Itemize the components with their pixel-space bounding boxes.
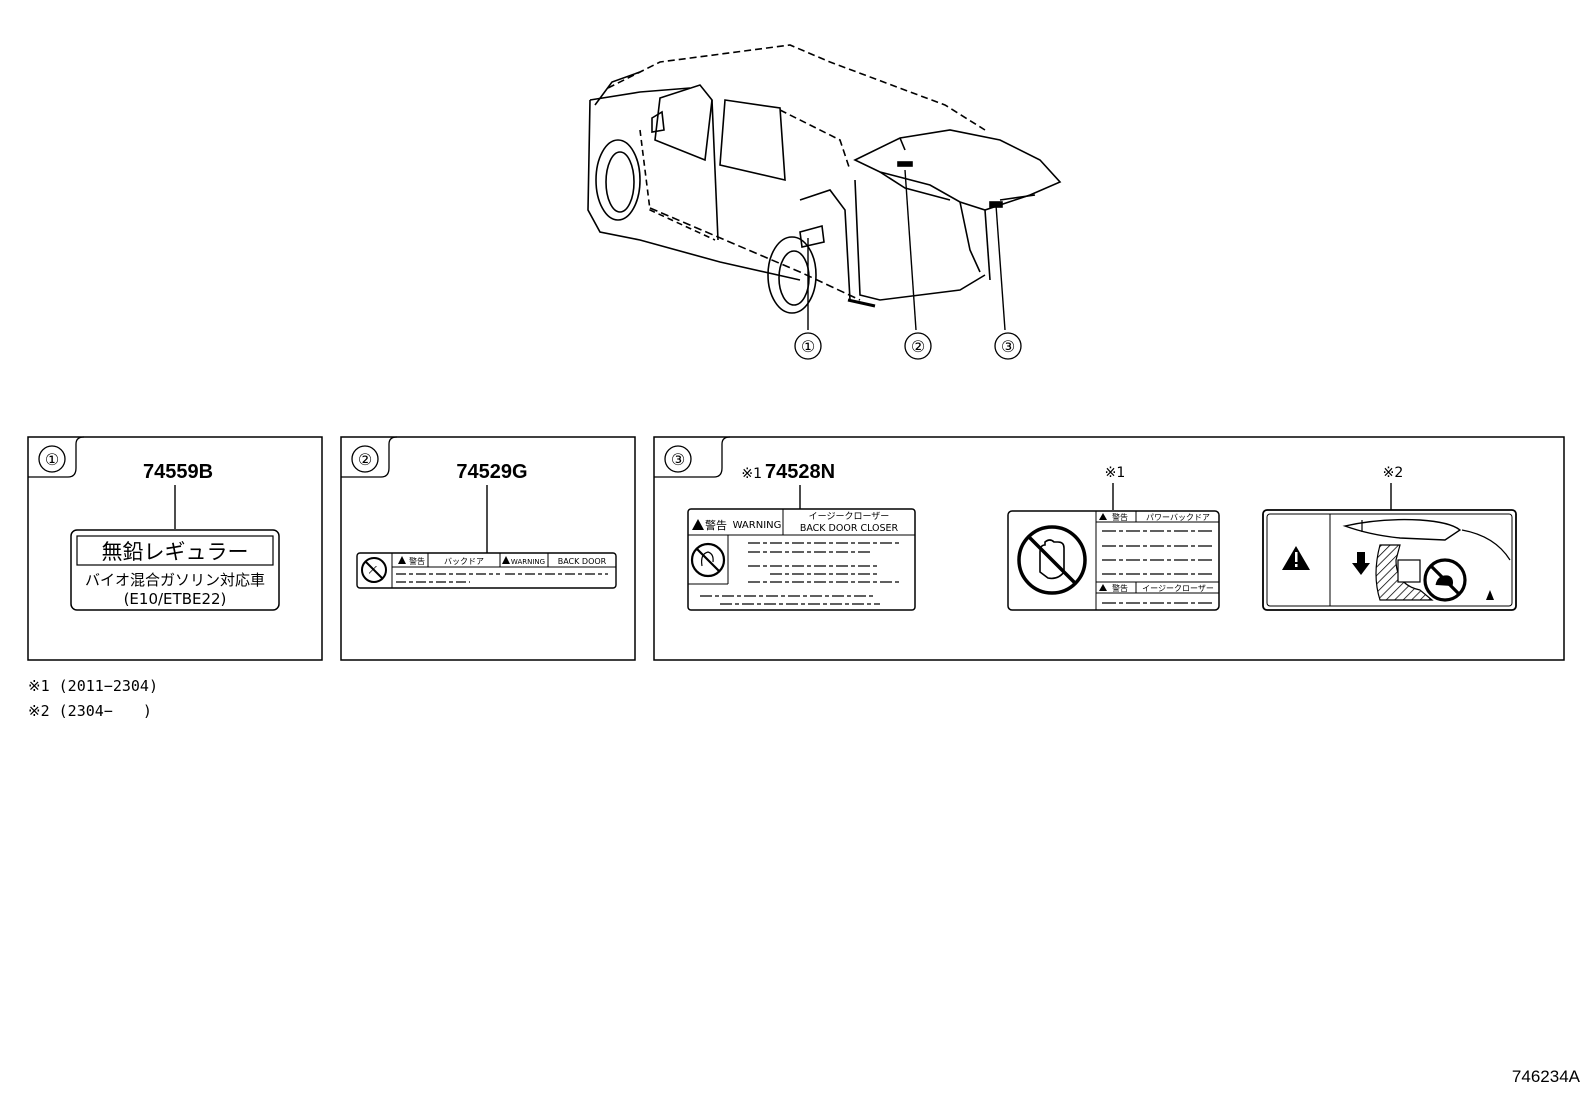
warning-triangle-icon-4 [1099,513,1107,520]
no-hand-icon-2 [690,542,726,578]
part-number-74529G: 74529G [456,461,527,483]
label-door-pinch-warning [1262,509,1517,611]
label-power-back-door: 警告 パワーバックドア 警告 イージークローザー [1007,510,1220,611]
note-mark-1b: ※1 [1105,465,1126,481]
part-number-74528N: 74528N [765,461,835,483]
no-hand-icon [361,557,387,583]
svg-text:バックドア: バックドア [444,557,484,566]
no-hand-icon-4 [1423,558,1467,602]
svg-text:WARNING: WARNING [733,520,782,531]
arrow-down-icon [1352,552,1370,575]
panel-2-callout: ② [358,450,372,469]
warning-triangle-icon [398,556,406,564]
car-callout-2: ② [904,332,932,360]
svg-text:BACK DOOR CLOSER: BACK DOOR CLOSER [800,523,899,534]
panel-2: ② 74529G 警告 バックドア WARNING BACK DOOR [340,436,636,661]
svg-text:イージークローザー: イージークローザー [1142,584,1214,593]
note-mark-2: ※2 [1383,465,1404,481]
panel-3-callout: ③ [671,450,685,469]
note-mark-1: ※1 [741,466,762,482]
label-unleaded-regular: 無鉛レギュラー [102,540,249,564]
warning-triangle-icon-3 [692,519,704,530]
no-hand-icon-3 [1017,525,1087,595]
vehicle-illustration [587,44,1062,314]
warning-triangle-icon-5 [1099,584,1107,591]
label-e10-etbe22: (E10/ETBE22) [124,590,227,608]
svg-text:①: ① [801,337,815,356]
car-callout-3: ③ [994,332,1022,360]
car-callout-1: ① [794,332,822,360]
svg-text:②: ② [911,337,925,356]
note-1: ※1 (2011−2304) [28,677,158,695]
note-2: ※2 (2304− ) [28,702,152,720]
label-back-door-closer: 警告 WARNING イージークローザー BACK DOOR CLOSER [687,508,916,611]
svg-text:③: ③ [1001,337,1015,356]
label-bio-fuel: バイオ混合ガソリン対応車 [85,571,265,589]
svg-text:イージークローザー: イージークローザー [809,511,890,522]
svg-text:BACK DOOR: BACK DOOR [558,557,607,566]
panel-3: ③ ※1 74528N 警告 WARNING イージークローザー BACK DO… [653,436,1565,661]
svg-text:WARNING: WARNING [511,558,545,566]
warning-triangle-icon-2 [502,556,510,564]
diagram-reference-number: 746234A [1511,1067,1580,1086]
panel-1: ① 74559B 無鉛レギュラー バイオ混合ガソリン対応車 (E10/ETBE2… [27,436,323,661]
svg-text:警告: 警告 [1112,583,1128,593]
svg-text:警告: 警告 [705,518,727,532]
warning-triangle-icon-6 [1282,546,1310,570]
svg-text:警告: 警告 [409,556,425,566]
svg-text:パワーバックドア: パワーバックドア [1146,513,1210,522]
svg-text:警告: 警告 [1112,512,1128,522]
leader-lines [807,169,1006,331]
panel-1-callout: ① [45,450,59,469]
part-number-74559B: 74559B [143,461,213,483]
